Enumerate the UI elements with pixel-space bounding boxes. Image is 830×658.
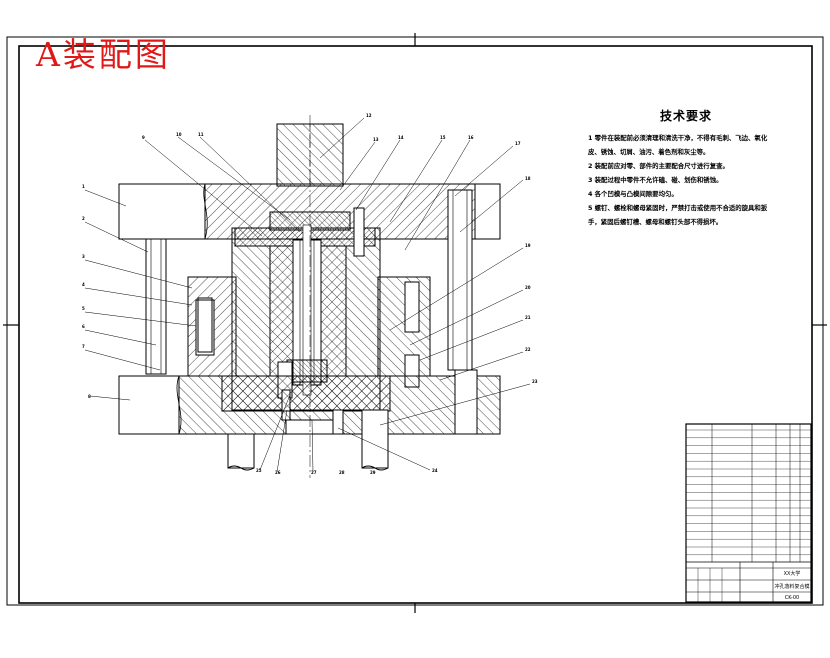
part-callout-number: 26 bbox=[275, 470, 281, 475]
part-callout-number: 14 bbox=[398, 135, 404, 140]
technical-requirements-heading: 技术要求 bbox=[660, 109, 713, 123]
part-callout-number: 3 bbox=[82, 254, 85, 259]
title-block-drawing-number: CK-00 bbox=[785, 595, 799, 601]
requirement-item: 4 各个凹模与凸模间隙要均匀。 bbox=[588, 190, 678, 198]
part-callout-number: 11 bbox=[198, 132, 204, 137]
part-callout-number: 7 bbox=[82, 344, 85, 349]
part-callout-number: 12 bbox=[366, 113, 372, 118]
part-callout-number: 24 bbox=[432, 468, 438, 473]
part-callout-number: 19 bbox=[525, 243, 531, 248]
title-block-drawing-name: 冲孔落料复合模 bbox=[774, 583, 809, 590]
part-callout-number: 4 bbox=[82, 282, 85, 287]
requirement-item: 5 螺钉、螺栓和螺母紧固时，严禁打击或使用不合适的旋具和扳手，紧固后螺钉槽、螺母… bbox=[588, 204, 768, 226]
part-callout-number: 25 bbox=[256, 468, 262, 473]
screw-left bbox=[197, 299, 213, 353]
requirement-item: 1 零件在装配前必须清理和清洗干净，不得有毛刺、飞边、氧化皮、锈蚀、切屑、油污、… bbox=[588, 134, 768, 156]
ejector-rod-left bbox=[227, 433, 255, 469]
part-callout-number: 17 bbox=[515, 141, 521, 146]
part-callout-number: 23 bbox=[532, 379, 538, 384]
part-callout-number: 13 bbox=[373, 137, 379, 142]
technical-requirements-list: 1 零件在装配前必须清理和清洗干净，不得有毛刺、飞边、氧化皮、锈蚀、切屑、油污、… bbox=[588, 131, 776, 229]
requirement-item: 2 装配前应对零、部件的主要配合尺寸进行复查。 bbox=[588, 162, 729, 170]
ejector-rod-right bbox=[361, 409, 389, 469]
part-callout-number: 21 bbox=[525, 315, 531, 320]
part-callout-number: 1 bbox=[82, 184, 85, 189]
part-callout-number: 16 bbox=[468, 135, 474, 140]
title-block-company: XX大学 bbox=[784, 570, 801, 577]
part-callout-number: 8 bbox=[88, 394, 91, 399]
part-callout-number: 27 bbox=[311, 470, 317, 475]
title-block-rows bbox=[686, 429, 811, 555]
die-assembly-section bbox=[118, 115, 501, 478]
part-callout-number: 18 bbox=[525, 176, 531, 181]
part-callout-number: 10 bbox=[176, 132, 182, 137]
guide-post-right bbox=[447, 189, 473, 371]
part-callout-number: 28 bbox=[339, 470, 345, 475]
part-callout-number: 20 bbox=[525, 285, 531, 290]
part-callout-number: 9 bbox=[142, 135, 145, 140]
drawing-title: A装配图 bbox=[36, 35, 171, 74]
part-callout-number: 22 bbox=[525, 347, 531, 352]
leader-lines bbox=[84, 117, 531, 473]
guide-post-left bbox=[145, 238, 167, 375]
part-callout-number: 2 bbox=[82, 216, 85, 221]
requirement-item: 3 装配过程中零件不允许磕、碰、划伤和锈蚀。 bbox=[588, 176, 723, 184]
title-block bbox=[685, 423, 812, 603]
stripper-plate-right bbox=[377, 276, 431, 377]
screw-upper bbox=[353, 207, 365, 257]
part-callout-number: 6 bbox=[82, 324, 85, 329]
part-callout-number: 15 bbox=[440, 135, 446, 140]
part-callout-number: 5 bbox=[82, 306, 85, 311]
part-callout-number: 29 bbox=[370, 470, 376, 475]
